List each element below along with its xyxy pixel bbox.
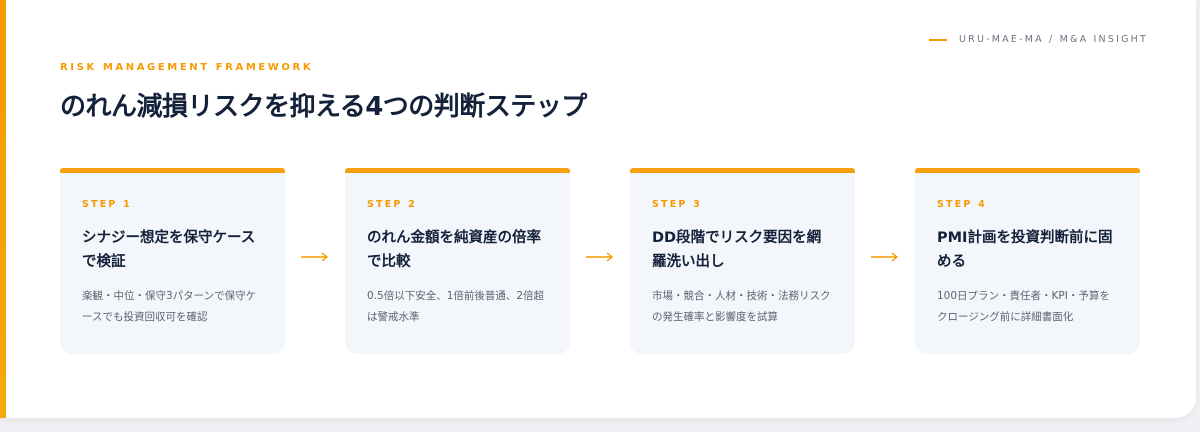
accent-bar xyxy=(0,0,6,418)
arrow-right-icon xyxy=(570,168,630,354)
step-description: 市場・競合・人材・技術・法務リスクの発生確率と影響度を試算 xyxy=(652,290,831,323)
step-number: STEP 3 xyxy=(652,199,702,210)
brand-tag: URU-MAE-MA / M&A INSIGHT xyxy=(929,34,1148,45)
step-number: STEP 2 xyxy=(367,199,417,210)
eyebrow: RISK MANAGEMENT FRAMEWORK xyxy=(60,62,314,73)
step-title: シナジー想定を保守ケースで検証 xyxy=(82,230,256,270)
step-number: STEP 1 xyxy=(82,199,132,210)
steps-row: STEP 1 シナジー想定を保守ケースで検証 楽観・中位・保守3パターンで保守ケ… xyxy=(60,168,1140,354)
step-card-2: STEP 2 のれん金額を純資産の倍率で比較 0.5倍以下安全、1倍前後普通、2… xyxy=(345,168,570,354)
step-description: 楽観・中位・保守3パターンで保守ケースでも投資回収可を確認 xyxy=(82,290,257,323)
step-title: のれん金額を純資産の倍率で比較 xyxy=(367,230,541,270)
main-card: URU-MAE-MA / M&A INSIGHT RISK MANAGEMENT… xyxy=(0,0,1196,418)
step-description: 0.5倍以下安全、1倍前後普通、2倍超は警戒水準 xyxy=(367,290,545,323)
brand-label: URU-MAE-MA / M&A INSIGHT xyxy=(959,34,1148,45)
arrow-right-icon xyxy=(285,168,345,354)
step-card-1: STEP 1 シナジー想定を保守ケースで検証 楽観・中位・保守3パターンで保守ケ… xyxy=(60,168,285,354)
step-card-3: STEP 3 DD段階でリスク要因を網羅洗い出し 市場・競合・人材・技術・法務リ… xyxy=(630,168,855,354)
brand-line xyxy=(929,38,948,41)
step-title: DD段階でリスク要因を網羅洗い出し xyxy=(652,230,822,270)
step-description: 100日プラン・責任者・KPI・予算をクロージング前に詳細書面化 xyxy=(937,290,1110,323)
step-card-4: STEP 4 PMI計画を投資判断前に固める 100日プラン・責任者・KPI・予… xyxy=(915,168,1140,354)
arrow-right-icon xyxy=(855,168,915,354)
step-title: PMI計画を投資判断前に固める xyxy=(937,230,1113,270)
step-number: STEP 4 xyxy=(937,199,987,210)
page-title: のれん減損リスクを抑える4つの判断ステップ xyxy=(60,92,587,122)
